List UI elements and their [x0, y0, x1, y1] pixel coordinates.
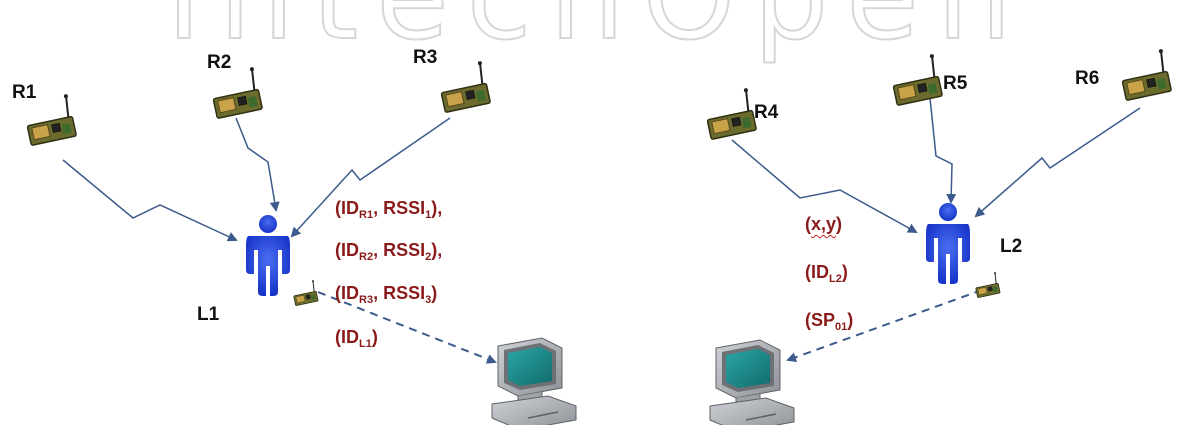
reader-r5-radio-board-icon: [892, 54, 943, 106]
board-component: [247, 96, 258, 108]
computer-slot: [527, 411, 559, 419]
board-antenna-tip: [743, 88, 748, 93]
reader-label-r3: R3: [413, 47, 438, 68]
reader-r6-radio-board-icon: [1121, 49, 1172, 101]
icons-layer: [26, 49, 1172, 425]
board-component: [992, 286, 998, 293]
reader-r1-radio-board-icon: [26, 94, 77, 146]
person-body: [926, 224, 970, 284]
reader-r3-radio-board-icon: [440, 61, 491, 113]
board-component: [61, 123, 72, 135]
links-layer: [62, 97, 1141, 364]
reader-label-r4: R4: [754, 102, 779, 123]
board-chip-small: [917, 82, 928, 93]
message-right-2: (IDL2): [805, 262, 848, 285]
board-chip-small: [731, 116, 742, 127]
reader-label-r5: R5: [943, 73, 968, 94]
board-chip: [977, 287, 988, 296]
board-chip: [711, 118, 731, 135]
link-r2-l1: [235, 117, 280, 212]
person-body: [246, 236, 290, 296]
link-r4-l2: [731, 139, 918, 233]
person-l1-icon: [246, 215, 290, 296]
tag-l2-radio-board-icon: [975, 272, 1001, 298]
board-antenna: [931, 57, 936, 78]
watermark-layer: IntechOpen: [165, 0, 1029, 67]
message-left-2: (IDR2, RSSI2),: [335, 240, 443, 263]
board-chip-small: [51, 122, 62, 133]
person-head: [939, 203, 957, 221]
board-antenna-tip: [311, 280, 314, 283]
board-chip-small: [237, 95, 248, 106]
reader-label-r2: R2: [207, 52, 232, 73]
board-chip: [217, 97, 237, 114]
board-antenna: [312, 281, 315, 292]
board-antenna: [1160, 52, 1165, 73]
computer-right-icon: [709, 339, 795, 425]
computer-base: [491, 395, 577, 425]
message-left-1: (IDR1, RSSI1),: [335, 198, 443, 221]
board-antenna: [745, 91, 750, 112]
board-component: [741, 117, 752, 129]
person-l2-icon: [926, 203, 970, 284]
message-left-4: (IDL1): [335, 327, 378, 350]
board-antenna-tip: [477, 61, 482, 66]
board-chip-small: [1146, 77, 1157, 88]
watermark-logo: IntechOpen: [166, 0, 1029, 66]
link-r5-l2: [929, 97, 957, 204]
reader-label-r1: R1: [12, 82, 37, 103]
board-antenna-tip: [929, 54, 934, 59]
computer-slot: [745, 413, 777, 421]
board-component: [1156, 78, 1167, 90]
board-antenna-tip: [1158, 49, 1163, 54]
board-antenna: [479, 64, 484, 85]
computer-base: [709, 397, 795, 425]
board-component: [475, 90, 486, 102]
board-chip: [295, 295, 306, 304]
board-chip-small: [987, 286, 993, 292]
reader-r2-radio-board-icon: [212, 67, 263, 119]
board-antenna-tip: [63, 94, 68, 99]
board-chip: [445, 91, 465, 108]
board-chip: [1126, 79, 1146, 96]
board-component: [310, 294, 316, 301]
link-r1-l1: [62, 159, 238, 242]
message-left-3: (IDR3, RSSI3): [335, 283, 438, 306]
board-chip: [897, 84, 917, 101]
board-antenna: [65, 97, 70, 118]
computer-left-icon: [491, 337, 577, 425]
message-right-3: (SP01): [805, 310, 854, 333]
tag-label-l1: L1: [197, 304, 220, 325]
message-right-1: (x,y): [805, 214, 843, 234]
link-l2-computer: [786, 289, 983, 362]
reader-label-r6: R6: [1075, 68, 1100, 89]
board-component: [927, 83, 938, 95]
person-head: [259, 215, 277, 233]
monitor-screen: [726, 349, 770, 388]
link-l1-computer: [317, 291, 497, 364]
board-antenna: [251, 70, 256, 91]
tag-l1-radio-board-icon: [293, 280, 319, 306]
board-chip: [31, 124, 51, 141]
board-antenna-tip: [249, 67, 254, 72]
board-antenna: [994, 273, 997, 284]
reader-r4-radio-board-icon: [706, 88, 757, 140]
link-r6-l2: [974, 107, 1141, 218]
tag-label-l2: L2: [1000, 236, 1023, 257]
board-chip-small: [305, 294, 311, 300]
monitor-screen: [508, 347, 552, 386]
link-r3-l1: [290, 117, 451, 238]
board-chip-small: [465, 89, 476, 100]
board-antenna-tip: [993, 272, 996, 275]
